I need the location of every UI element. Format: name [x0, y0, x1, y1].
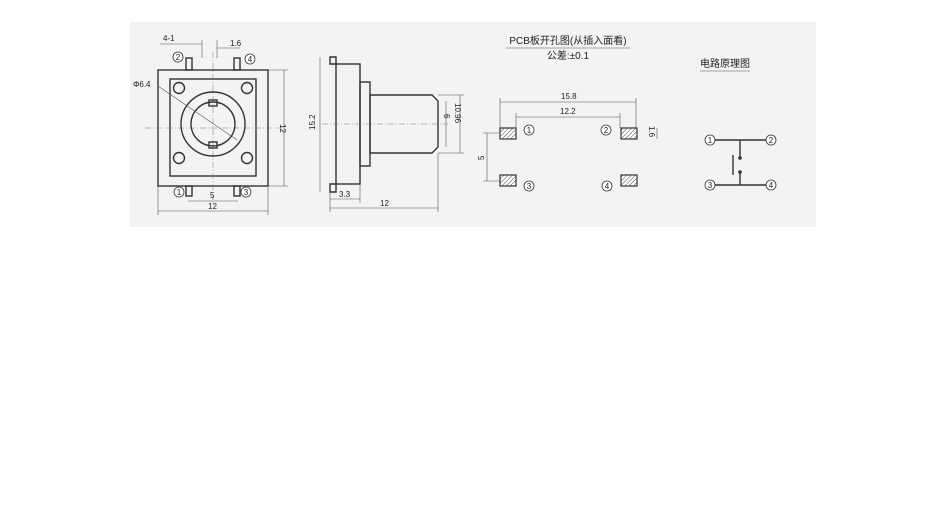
dim-outer: 15.8: [561, 92, 577, 101]
lead-bottom-left: [185, 185, 193, 197]
drawing-panel: [130, 22, 816, 227]
pcb-pin-1-marker: [523, 124, 535, 136]
actuator-key-bottom: [208, 141, 218, 149]
circuit-pin-2-marker: [765, 134, 777, 146]
circuit-pin-3-marker: [704, 179, 716, 191]
pcb-pin-2-label: 2: [604, 126, 609, 135]
dim-diameter: Φ6.4: [133, 80, 151, 89]
pin-3-label: 3: [244, 188, 249, 197]
dim-spacing: 5: [210, 191, 215, 200]
corner-hole-tl: [172, 81, 186, 95]
pad-2: [620, 127, 638, 140]
actuator-outer-circle: [180, 91, 246, 157]
dim-length: 12: [380, 199, 389, 208]
corner-hole-bl: [172, 151, 186, 165]
pcb-pin-4-marker: [601, 180, 613, 192]
dim-stem: 6: [442, 114, 451, 119]
front-view: 4-1 1.6 Φ6.4 12 5 12 1 2 3 4: [133, 34, 288, 215]
pin-2-marker: [172, 51, 184, 63]
switch-contact-bottom: [738, 170, 742, 174]
pad-4: [620, 174, 638, 187]
pcb-pin-2-marker: [600, 124, 612, 136]
dim-inner: 12.2: [560, 107, 576, 116]
dim-pin-width: 1.6: [230, 39, 242, 48]
circuit-pin-2-label: 2: [769, 136, 774, 145]
dim-actuator: 10.96: [453, 103, 462, 124]
dim-total-height: 15.2: [308, 114, 317, 130]
corner-hole-br: [240, 151, 254, 165]
pin-1-marker: [173, 186, 185, 198]
side-view: 15.2 10.96 6 3.3 12: [308, 56, 464, 212]
lead-top-left: [185, 57, 193, 71]
corner-hole-tr: [240, 81, 254, 95]
circuit-diagram: 电路原理图 1 2 3 4: [700, 57, 777, 191]
pin-4-marker: [244, 53, 256, 65]
dim-width: 12: [208, 202, 217, 211]
dim-pad: 1.6: [647, 126, 656, 138]
circuit-pin-4-label: 4: [769, 181, 774, 190]
pcb-pin-1-label: 1: [527, 126, 532, 135]
lead-top-right: [233, 57, 241, 71]
pin-2-label: 2: [176, 53, 181, 62]
pcb-pin-3-marker: [523, 180, 535, 192]
pad-1: [499, 127, 517, 140]
circuit-pin-3-label: 3: [708, 181, 713, 190]
pad-3: [499, 174, 517, 187]
dim-height: 12: [278, 124, 287, 133]
circuit-title: 电路原理图: [700, 57, 750, 70]
dim-vertical: 5: [477, 155, 486, 160]
circuit-pin-1-label: 1: [708, 136, 713, 145]
lead-bottom-right: [233, 185, 241, 197]
pin-1-label: 1: [177, 188, 182, 197]
pcb-layout: PCB板开孔图(从插入面看) 公差:±0.1 15.8 12.2 1.6 5 1…: [477, 34, 658, 192]
circuit-pin-4-marker: [765, 179, 777, 191]
switch-contact-top: [738, 156, 742, 160]
circuit-pin-1-marker: [704, 134, 716, 146]
pcb-title: PCB板开孔图(从插入面看): [509, 34, 626, 47]
side-lead-bottom: [329, 183, 337, 193]
actuator-inner-circle: [190, 101, 236, 147]
pcb-pin-3-label: 3: [527, 182, 532, 191]
diameter-leader: [157, 85, 238, 141]
dim-pitch-count: 4-1: [163, 34, 175, 43]
pcb-tolerance: 公差:±0.1: [547, 49, 590, 62]
pcb-pin-4-label: 4: [605, 182, 610, 191]
actuator-key-top: [208, 99, 218, 107]
pin-4-label: 4: [248, 55, 253, 64]
side-actuator: [369, 94, 439, 154]
pin-3-marker: [240, 186, 252, 198]
dim-base: 3.3: [339, 190, 351, 199]
